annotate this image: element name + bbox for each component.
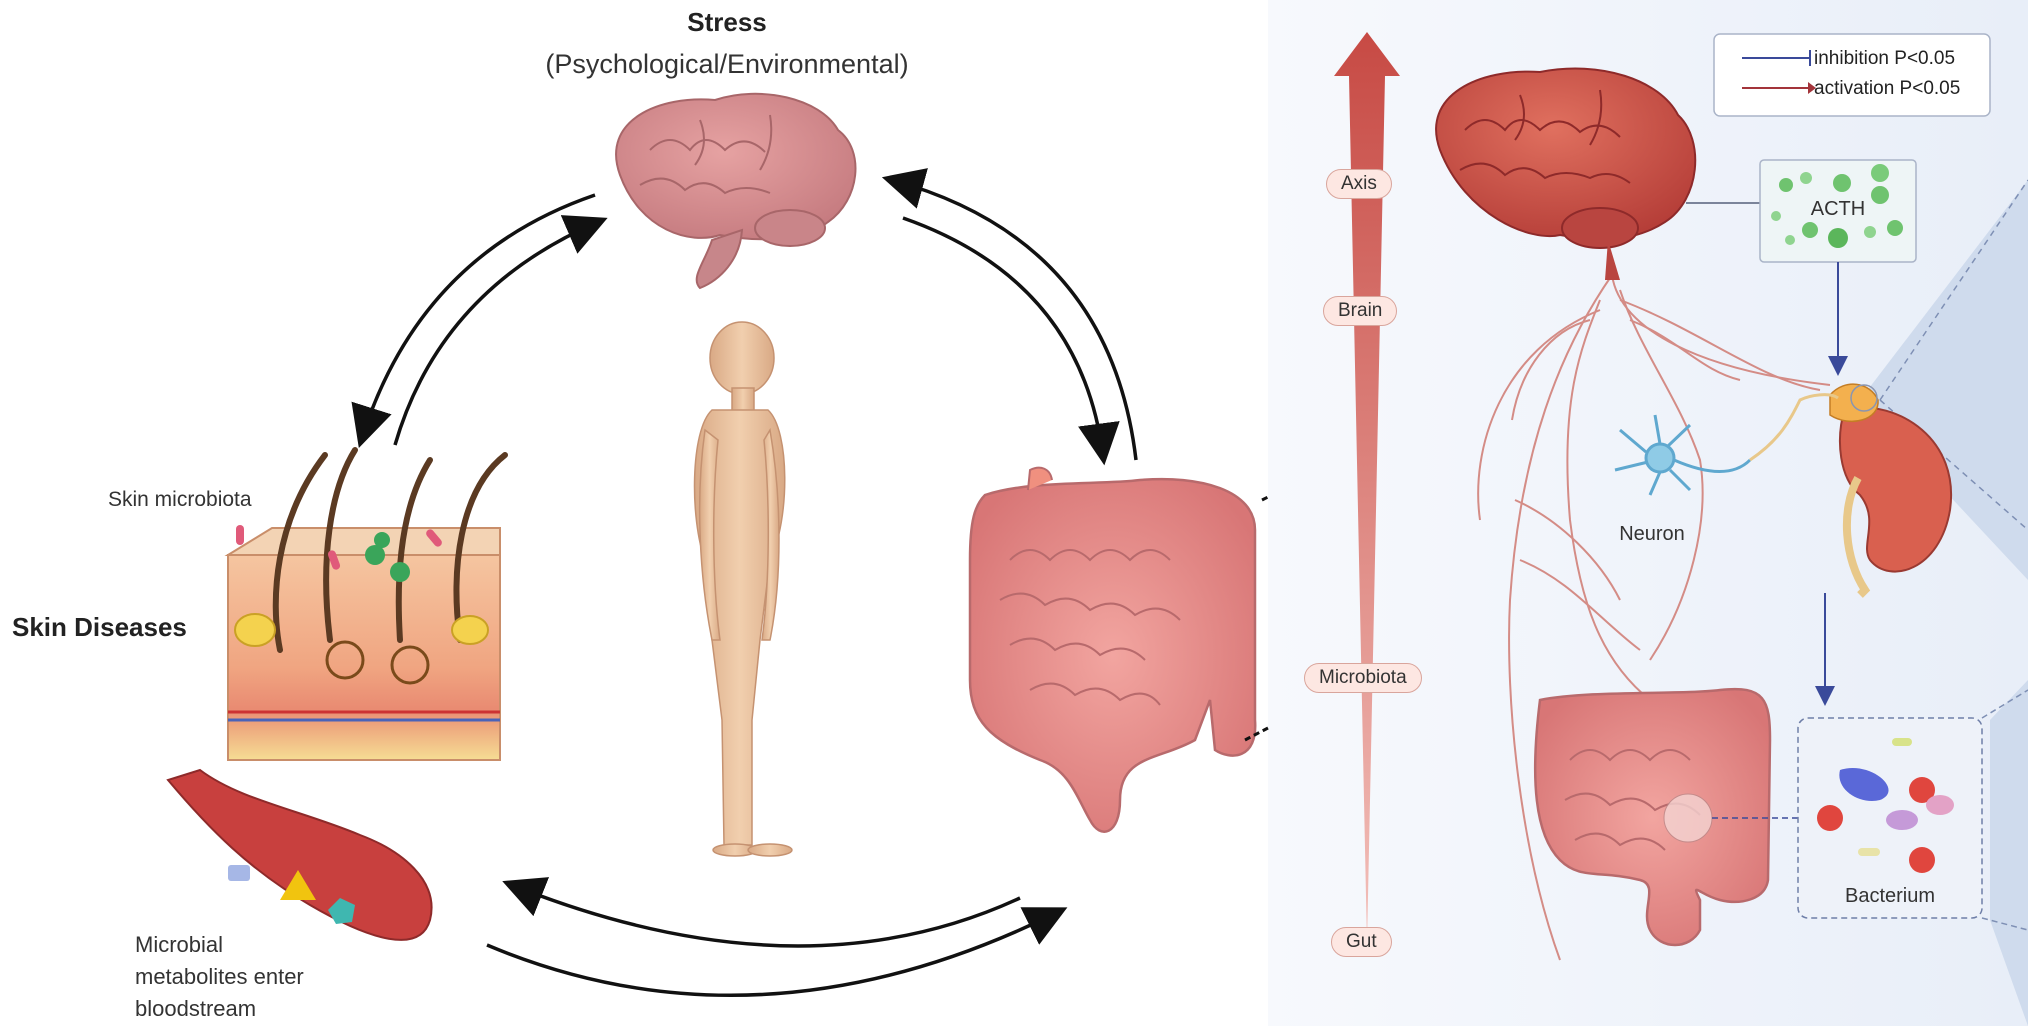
- skin-diseases-label: Skin Diseases: [12, 612, 187, 642]
- acth-box: [1759, 159, 1917, 263]
- axis-label-brain: Brain: [1323, 296, 1398, 326]
- bacterium-label: Bacterium: [1845, 885, 1935, 907]
- legend-box: [1713, 33, 1991, 117]
- legend-inhibition-label: inhibition P<0.05: [1814, 48, 1955, 69]
- neuron-illustration: [1614, 393, 1839, 496]
- nerve-network: [1477, 274, 1831, 961]
- arrow-blood-to-gut: [486, 907, 1068, 998]
- skin-microbiota-label: Skin microbiota: [108, 488, 252, 511]
- arrow-brain-to-skin: [351, 193, 596, 449]
- legend-activation-label: activation P<0.05: [1814, 78, 1960, 99]
- intestine-illustration-left: [968, 466, 1257, 833]
- zoom-wedge-bacteria: [1990, 680, 2028, 1026]
- brain-gut-axis-arrow: [1334, 32, 1400, 945]
- arrow-gut-to-brain: [881, 168, 1138, 461]
- axis-label-axis: Axis: [1326, 169, 1392, 199]
- bacterium-box: [1797, 717, 1983, 919]
- kidney-adrenal-illustration: [1829, 383, 1953, 598]
- stress-title: Stress: [687, 7, 767, 37]
- axis-label-gut: Gut: [1331, 927, 1392, 957]
- brain-illustration-right: [1435, 67, 1697, 280]
- metabolites-label-line2: metabolites enter: [135, 964, 304, 989]
- stress-subtitle: (Psychological/Environmental): [545, 49, 908, 79]
- arrow-gut-to-blood: [502, 877, 1021, 948]
- axis-label-microbiota: Microbiota: [1304, 663, 1422, 693]
- arrow-skin-to-brain: [393, 215, 608, 446]
- metabolites-label-line3: bloodstream: [135, 996, 256, 1021]
- arrow-brain-to-gut: [902, 216, 1120, 466]
- zoom-wedge-adrenal: [1860, 180, 2028, 580]
- brain-illustration-left: [615, 92, 857, 290]
- acth-label: ACTH: [1811, 198, 1865, 220]
- human-body-illustration: [693, 321, 793, 857]
- neuron-label: Neuron: [1619, 523, 1685, 545]
- blood-vessel-illustration: [166, 768, 433, 941]
- metabolites-label-line1: Microbial: [135, 932, 223, 957]
- skin-cross-section-illustration: [224, 447, 508, 761]
